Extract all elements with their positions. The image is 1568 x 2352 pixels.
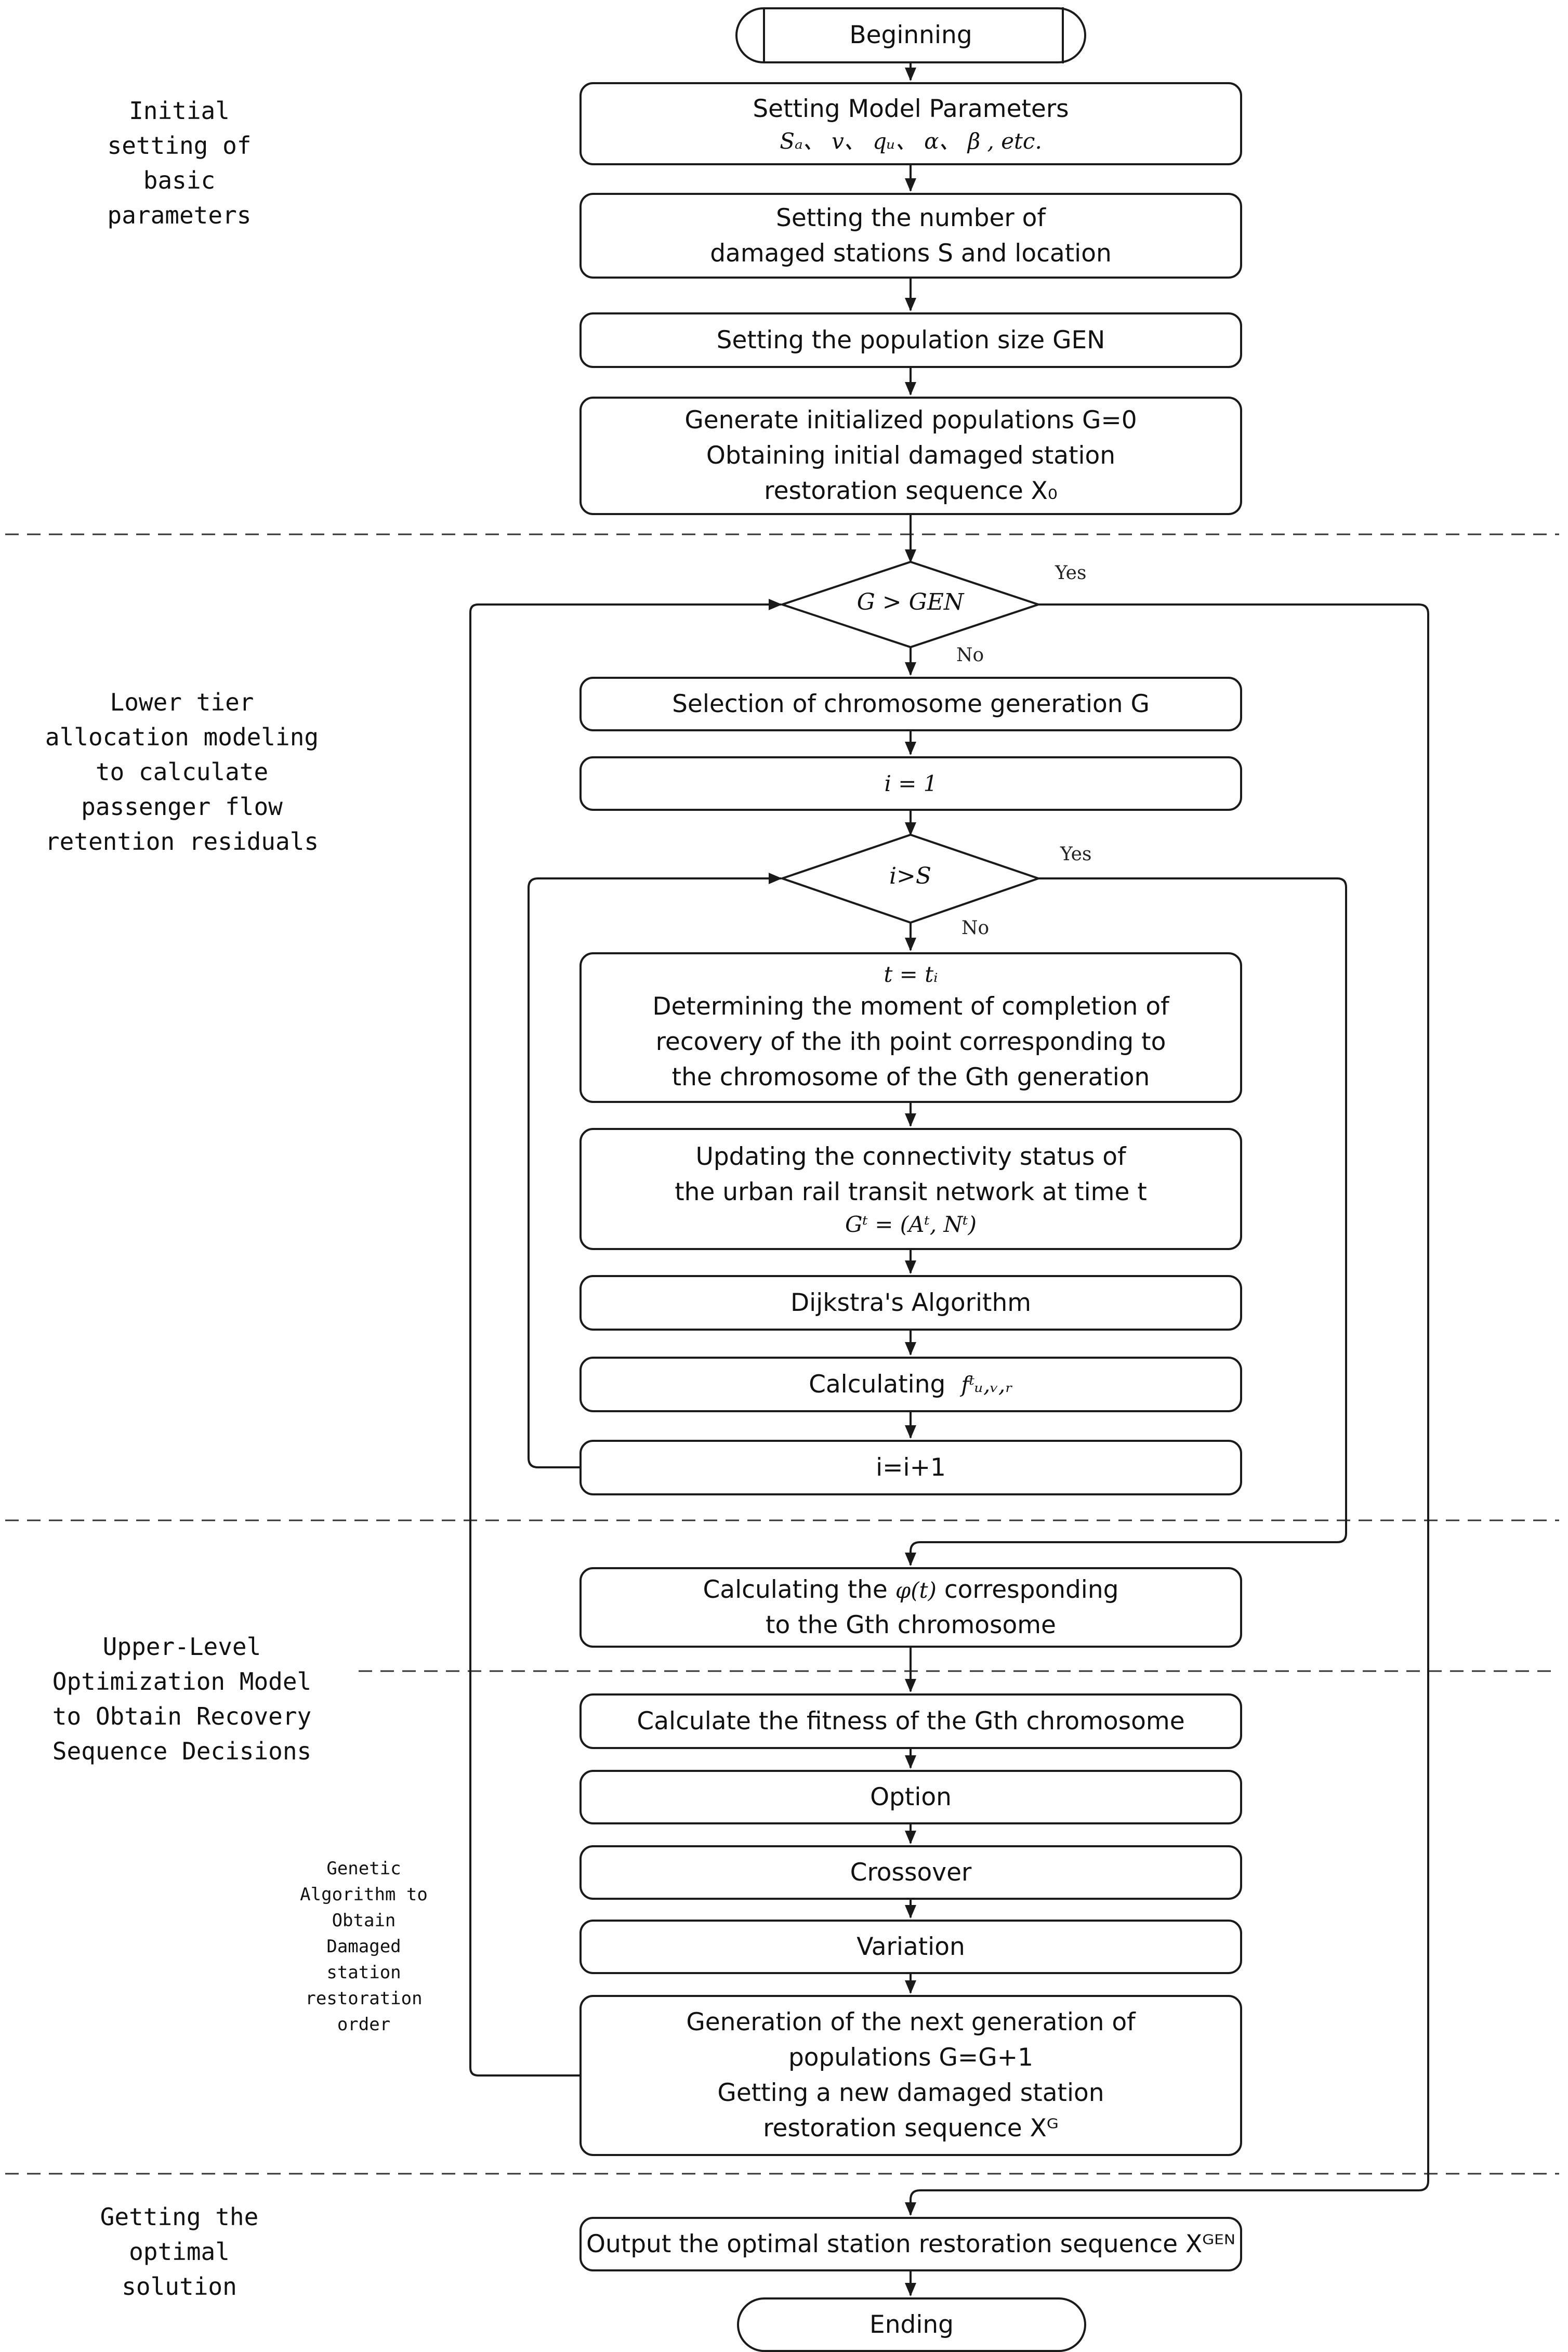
setting-model-parameters-label: Setting Model Parameters (753, 95, 1069, 123)
selection-label: Selection of chromosome generation G (672, 689, 1150, 718)
inner-yes-label: Yes (1060, 844, 1092, 865)
crossover-label: Crossover (850, 1858, 972, 1887)
determine-line3: the chromosome of the Gth generation (671, 1063, 1150, 1092)
output-label: Output the optimal station restoration s… (586, 2229, 1235, 2258)
initialize-population-line2: Obtaining initial damaged station (706, 441, 1116, 470)
loop-increment-to-inner-decision (528, 873, 782, 1468)
phi-symbol: φ(t) (895, 1577, 937, 1603)
selection-box: Selection of chromosome generation G (579, 677, 1242, 731)
outer-decision-diamond (779, 560, 1042, 649)
phi-line1-a: Calculating the (703, 1575, 888, 1604)
ending-terminal: Ending (737, 2297, 1086, 2352)
beginning-label: Beginning (849, 21, 972, 49)
next-generation-line4: restoration sequence Xᴳ (763, 2114, 1059, 2143)
initialize-population-line1: Generate initialized populations G=0 (684, 406, 1137, 435)
update-formula: Gᵗ = (Aᵗ, Nᵗ) (845, 1211, 977, 1237)
t-formula: t = tᵢ (884, 962, 938, 987)
damaged-stations-line2: damaged stations S and location (710, 239, 1112, 268)
variation-box: Variation (579, 1920, 1242, 1974)
next-generation-line1: Generation of the next generation of (686, 2008, 1136, 2036)
phi-box: Calculating the φ(t) corresponding to th… (579, 1567, 1242, 1648)
variation-label: Variation (857, 1932, 965, 1961)
inner-no-label: No (961, 917, 990, 939)
update-line1: Updating the connectivity status of (695, 1142, 1126, 1171)
option-box: Option (579, 1770, 1242, 1824)
update-connectivity-box: Updating the connectivity status of the … (579, 1128, 1242, 1250)
output-box: Output the optimal station restoration s… (579, 2217, 1242, 2271)
calculating-label: Calculating (809, 1370, 946, 1399)
next-generation-line2: populations G=G+1 (788, 2043, 1034, 2072)
population-size-label: Setting the population size GEN (716, 325, 1105, 354)
inner-decision-label: i>S (889, 863, 932, 889)
inner-decision-diamond (779, 833, 1042, 924)
initialize-population-line3: restoration sequence X₀ (764, 477, 1058, 505)
next-generation-box: Generation of the next generation of pop… (579, 1995, 1242, 2156)
increment-box: i=i+1 (579, 1440, 1242, 1495)
i-init-label: i = 1 (884, 770, 938, 796)
inner-yes-path (905, 877, 1347, 1566)
determine-line1: Determining the moment of completion of (652, 992, 1169, 1021)
section-label-initial-setting: Initial setting of basic parameters (107, 97, 252, 229)
beginning-terminal: Beginning (735, 7, 1086, 63)
ending-label: Ending (869, 2310, 954, 2339)
section-label-upper-level: Upper-Level Optimization Model to Obtain… (52, 1633, 312, 1765)
option-label: Option (870, 1782, 952, 1811)
damaged-stations-line1: Setting the number of (776, 203, 1046, 232)
model-parameters-formula: Sₐ、 v、 qᵤ、 α、 β , etc. (780, 128, 1042, 154)
outer-decision-label: G > GEN (857, 589, 964, 615)
section-label-lower-tier: Lower tier allocation modeling to calcul… (45, 688, 319, 856)
population-size-box: Setting the population size GEN (579, 312, 1242, 368)
determine-recovery-box: t = tᵢ Determining the moment of complet… (579, 952, 1242, 1103)
i-init-box: i = 1 (579, 756, 1242, 811)
dijkstra-box: Dijkstra's Algorithm (579, 1275, 1242, 1331)
next-generation-line3: Getting a new damaged station (717, 2079, 1104, 2107)
loop-nextgen-to-outer-decision (469, 599, 782, 2077)
section-label-genetic-algorithm: Genetic Algorithm to Obtain Damaged stat… (300, 1858, 428, 2035)
fitness-box: Calculate the fitness of the Gth chromos… (579, 1693, 1242, 1749)
update-line2: the urban rail transit network at time t (675, 1177, 1147, 1206)
increment-label: i=i+1 (876, 1453, 946, 1482)
damaged-stations-box: Setting the number of damaged stations S… (579, 193, 1242, 279)
phi-line1-b: corresponding (944, 1575, 1119, 1604)
section-label-optimal-solution: Getting the optimal solution (100, 2203, 259, 2301)
outer-yes-path (905, 603, 1429, 2216)
calculating-flow-box: Calculating fᵗᵤ,ᵥ,ᵣ (579, 1357, 1242, 1412)
fitness-label: Calculate the fitness of the Gth chromos… (637, 1706, 1185, 1736)
calculating-formula: fᵗᵤ,ᵥ,ᵣ (961, 1371, 1013, 1397)
crossover-box: Crossover (579, 1845, 1242, 1900)
outer-no-label: No (956, 645, 984, 666)
initialize-population-box: Generate initialized populations G=0 Obt… (579, 397, 1242, 515)
phi-line1: Calculating the φ(t) corresponding (703, 1572, 1118, 1608)
setting-model-parameters-box: Setting Model Parameters Sₐ、 v、 qᵤ、 α、 β… (579, 82, 1242, 165)
phi-line2: to the Gth chromosome (766, 1610, 1056, 1639)
outer-yes-label: Yes (1055, 562, 1087, 584)
dijkstra-label: Dijkstra's Algorithm (790, 1288, 1032, 1317)
determine-line2: recovery of the ith point corresponding … (655, 1028, 1166, 1056)
